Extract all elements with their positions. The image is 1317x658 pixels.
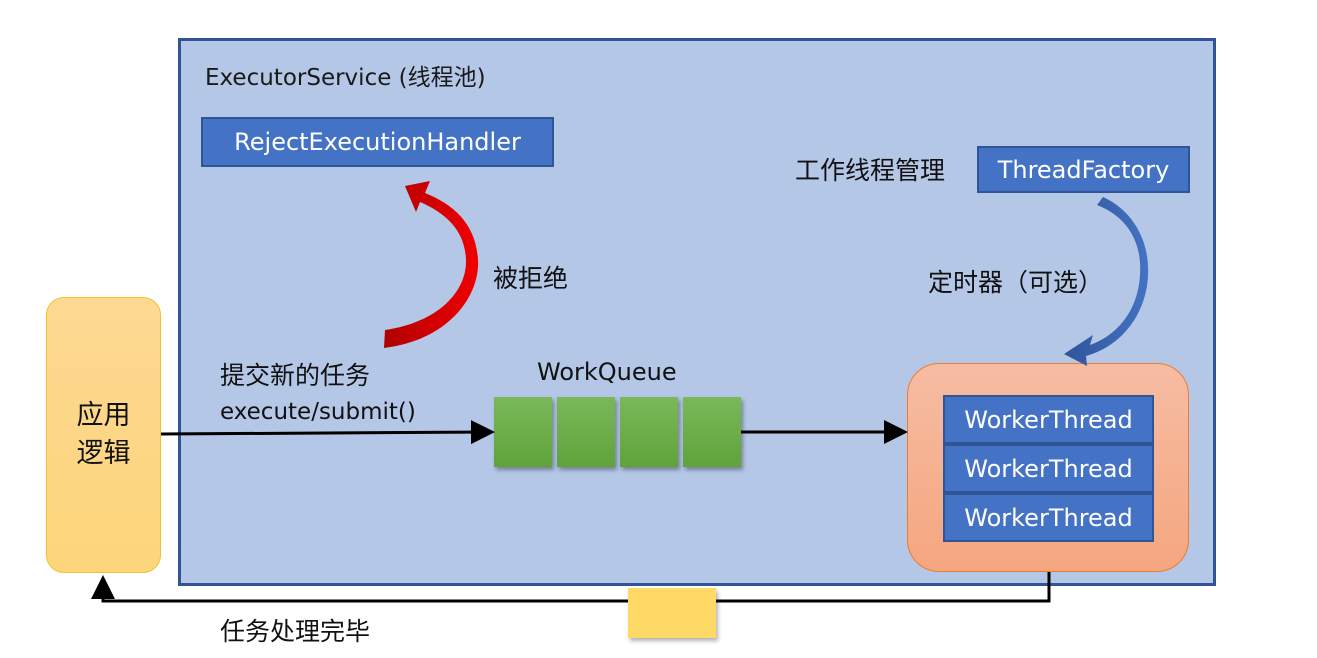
submit-label-method: execute/submit() — [220, 399, 416, 425]
worker-thread-list: WorkerThread WorkerThread WorkerThread — [943, 395, 1154, 542]
reject-curved-arrow — [384, 181, 479, 348]
app-logic-line1: 应用 — [76, 400, 131, 431]
reject-execution-handler-box: RejectExecutionHandler — [201, 117, 554, 167]
work-queue-cell — [557, 397, 615, 467]
task-done-label: 任务处理完毕 — [220, 617, 371, 646]
worker-thread-label: WorkerThread — [964, 454, 1133, 483]
work-queue-cell — [683, 397, 741, 467]
reject-execution-handler-label: RejectExecutionHandler — [234, 128, 521, 156]
thread-factory-caption: 工作线程管理 — [795, 156, 946, 185]
app-logic-box: 应用 逻辑 — [46, 297, 161, 573]
work-queue-label: WorkQueue — [537, 358, 677, 386]
rejected-label: 被拒绝 — [493, 264, 569, 293]
submit-label-zh: 提交新的任务 — [220, 361, 371, 390]
thread-factory-curved-arrow — [1064, 197, 1149, 366]
submit-label: 提交新的任务 execute/submit() — [220, 358, 416, 430]
work-queue-cell — [494, 397, 552, 467]
worker-thread-label: WorkerThread — [964, 405, 1133, 434]
result-return-arrow — [91, 572, 1051, 603]
work-queue-cell — [620, 397, 678, 467]
worker-thread-box: WorkerThread — [943, 444, 1154, 493]
thread-factory-box: ThreadFactory — [977, 146, 1190, 193]
result-token — [628, 588, 716, 638]
submit-arrow — [160, 420, 495, 445]
thread-factory-label: ThreadFactory — [997, 155, 1170, 184]
worker-thread-box: WorkerThread — [943, 493, 1154, 542]
worker-thread-box: WorkerThread — [943, 395, 1154, 444]
worker-thread-label: WorkerThread — [964, 503, 1133, 532]
pool-title: ExecutorService (线程池) — [205, 65, 486, 91]
timer-label: 定时器（可选） — [928, 268, 1104, 297]
work-queue — [494, 397, 741, 467]
app-logic-line2: 逻辑 — [76, 438, 131, 469]
